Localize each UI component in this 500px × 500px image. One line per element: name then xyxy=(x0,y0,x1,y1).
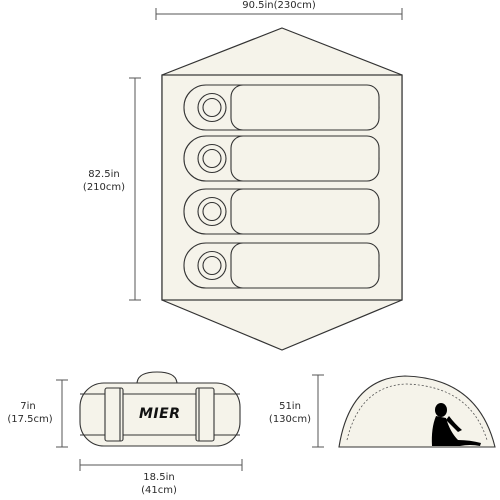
tent-height-label-in: 51in xyxy=(279,401,301,412)
length-label-cm: (210cm) xyxy=(82,182,126,193)
carry-bag xyxy=(79,371,241,447)
sleeping-pad xyxy=(183,84,380,131)
tent-height-dimension-line xyxy=(312,374,324,448)
sleeping-pad xyxy=(183,242,380,289)
bag-length-label-cm: (41cm) xyxy=(141,485,177,496)
bag-length-dimension-line xyxy=(79,459,243,471)
brand-logo-text: MIER xyxy=(139,406,181,422)
sleeping-pad xyxy=(183,135,380,182)
length-dimension-line xyxy=(129,77,141,301)
person-silhouette xyxy=(431,403,481,446)
bag-height-label-in: 7in xyxy=(20,401,36,412)
bag-height-label-cm: (17.5cm) xyxy=(7,414,53,425)
width-dimension-line xyxy=(155,8,403,20)
bag-length-label-in: 18.5in xyxy=(143,472,175,483)
sleeping-pad xyxy=(183,188,380,235)
bag-height-dimension-line xyxy=(56,379,68,448)
length-label-in: 82.5in xyxy=(88,169,120,180)
tent-height-label-cm: (130cm) xyxy=(268,414,312,425)
width-label: 90.5in(230cm) xyxy=(242,0,316,11)
tent-side-profile xyxy=(338,375,496,448)
